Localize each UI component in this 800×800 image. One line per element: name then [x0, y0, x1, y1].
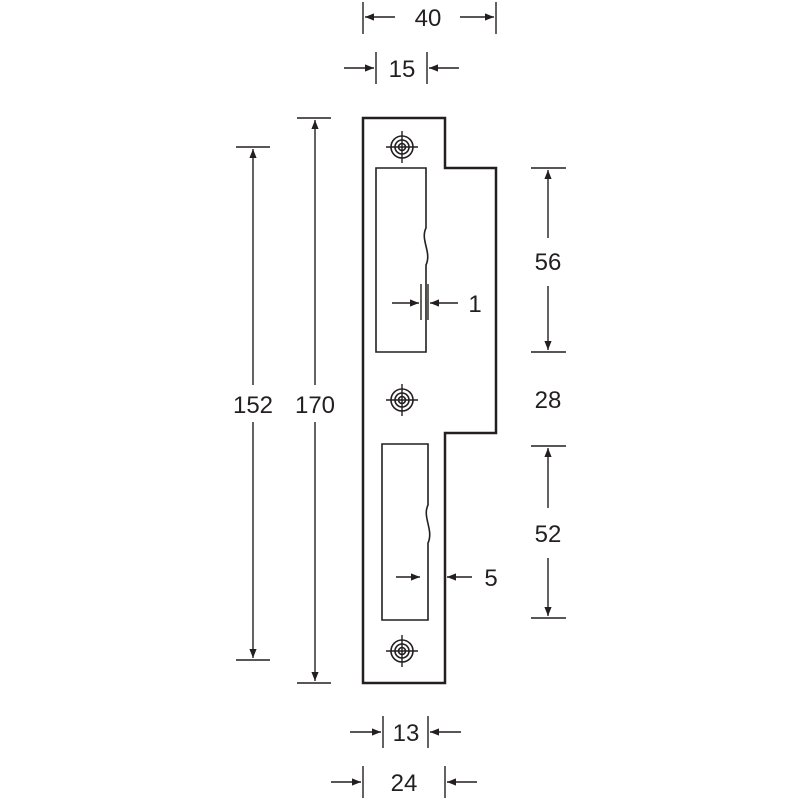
dim-label-top-inner-width: 15: [389, 56, 416, 83]
dim-label-middle-gap: 28: [535, 387, 562, 414]
dim-label-overall-height: 170: [295, 392, 335, 419]
dim-label-lower-lip-offset: 5: [484, 565, 497, 592]
strike-plate-outline: [361, 116, 498, 685]
dimension-top-inner-width: 15: [344, 52, 459, 84]
dimension-bottom-inner-width: 13: [350, 716, 461, 748]
dim-label-top-width: 40: [415, 5, 442, 32]
screw-hole-top-icon: [386, 131, 418, 163]
lower-cutout: [381, 443, 431, 621]
dimension-lower-lip-offset: 5: [396, 565, 498, 592]
dimension-overall-height: 170: [295, 117, 335, 684]
dim-label-bottom-inner-width: 13: [393, 720, 420, 747]
dimension-bottom-width: 24: [331, 766, 477, 798]
dimension-lower-cutout: 52: [531, 445, 566, 619]
screw-hole-bottom-icon: [386, 635, 418, 667]
dim-label-upper-cutout: 56: [535, 249, 562, 276]
dim-label-bottom-width: 24: [391, 770, 418, 797]
dimension-inner-height: 152: [233, 146, 273, 661]
dimension-upper-lip-offset: 1: [392, 284, 482, 320]
dimension-upper-cutout: 56: [531, 167, 566, 353]
dimension-top-width: 40: [362, 2, 497, 34]
dim-label-lower-cutout: 52: [535, 521, 562, 548]
dim-label-upper-lip-offset: 1: [468, 291, 481, 318]
dim-label-inner-height: 152: [233, 392, 273, 419]
upper-cutout: [375, 167, 429, 353]
screw-hole-middle-icon: [386, 384, 418, 416]
